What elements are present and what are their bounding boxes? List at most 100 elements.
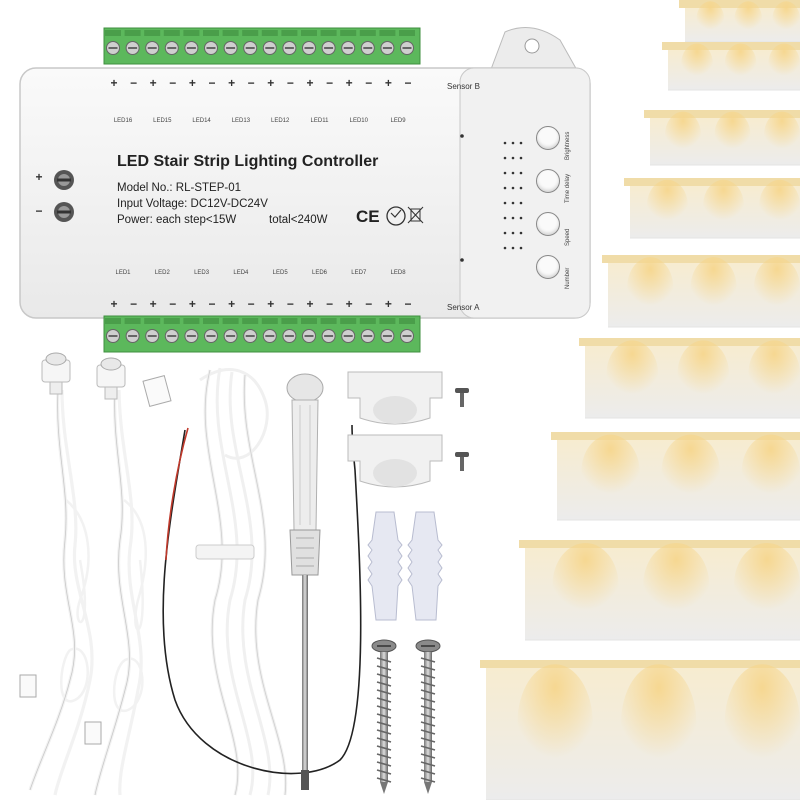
polarity-label: + — [306, 297, 314, 311]
led-channel-label: LED11 — [310, 118, 329, 124]
stair-edge-light — [679, 0, 800, 8]
polarity-label: − — [286, 76, 294, 90]
stair-glow — [661, 434, 720, 509]
input-voltage: Input Voltage: DC12V-DC24V — [117, 198, 268, 210]
stair-glow — [768, 43, 800, 84]
stair-glow — [665, 111, 701, 158]
polarity-label: + — [345, 297, 353, 311]
model-number: Model No.: RL-STEP-01 — [117, 182, 241, 194]
polarity-label: − — [404, 76, 412, 90]
stair-edge-light — [519, 540, 800, 548]
stair-glow — [647, 179, 688, 231]
led-channel-label: LED16 — [113, 118, 133, 124]
rohs-icon — [386, 206, 406, 226]
stair-edge-light — [579, 338, 800, 346]
screwdriver-icon — [286, 373, 324, 790]
stair-glow — [703, 179, 744, 231]
polarity-label: − — [365, 76, 373, 90]
polarity-label: + — [188, 297, 196, 311]
polarity-label: − — [130, 297, 138, 311]
polarity-label: + — [345, 76, 353, 90]
polarity-label: − — [247, 297, 255, 311]
stair-edge-light — [551, 432, 800, 440]
stair-glow — [724, 43, 757, 84]
button-brightness[interactable] — [536, 126, 560, 150]
power-screw-icon — [54, 170, 74, 222]
stair-glow — [748, 340, 800, 408]
stair-glow — [681, 43, 713, 84]
power-rating: Power: each step<15W — [117, 214, 237, 226]
polarity-label: − — [208, 297, 216, 311]
polarity-label: + — [110, 76, 118, 90]
screw-icon — [455, 388, 469, 471]
cable-connectors — [19, 374, 172, 745]
stair-glow — [759, 179, 800, 231]
button-label: Number — [565, 267, 571, 289]
sensor-cables-shadow — [29, 389, 130, 796]
led-channel-label: LED6 — [311, 270, 327, 276]
polarity-label: + — [149, 76, 157, 90]
extension-cable-coil — [199, 367, 288, 796]
terminal-block-bottom — [103, 315, 421, 353]
stair-glow — [677, 340, 730, 408]
wall-anchor-icon — [367, 511, 443, 621]
led-channel-label: LED9 — [390, 118, 406, 124]
polarity-label: − — [169, 76, 177, 90]
button-label: Speed — [565, 228, 571, 246]
stair-glow — [643, 543, 710, 627]
stair-glow — [714, 111, 751, 158]
polarity-label: + — [228, 297, 236, 311]
polarity-label: + — [149, 297, 157, 311]
button-time-delay[interactable] — [536, 169, 560, 193]
cable-tie — [195, 544, 255, 560]
stair-glow — [753, 257, 800, 318]
stair-glow — [621, 664, 697, 782]
polarity-label: − — [208, 76, 216, 90]
controller-box: CE — [19, 27, 591, 353]
stair-edge-light — [624, 178, 800, 186]
led-channel-label: LED14 — [192, 118, 211, 124]
polarity-label: − — [169, 297, 177, 311]
led-channel-label: LED7 — [351, 270, 367, 276]
pir-sensor-icon — [41, 352, 126, 400]
polarity-label: + — [110, 297, 118, 311]
mounting-clip-icon — [347, 371, 443, 488]
stair-edge-light — [662, 42, 800, 50]
stair-edge-light — [480, 660, 800, 668]
stair-glow — [517, 664, 593, 782]
polarity-label: − — [404, 297, 412, 311]
stair-glow — [772, 1, 800, 37]
led-channel-label: LED8 — [390, 270, 406, 276]
led-channel-label: LED5 — [272, 270, 288, 276]
sensor-a-label: Sensor A — [447, 303, 480, 312]
power-lead-red — [165, 427, 189, 561]
button-speed[interactable] — [536, 212, 560, 236]
stair-glow — [696, 1, 725, 37]
total-power: total<240W — [269, 214, 328, 226]
polarity-label: + — [267, 297, 275, 311]
sensor-b-label: Sensor B — [447, 82, 480, 91]
button-label: Time delay — [565, 173, 571, 203]
stair-edge-light — [602, 255, 800, 263]
terminal-block-top — [103, 27, 421, 65]
power-lead-black — [162, 424, 362, 775]
stair-glow — [734, 543, 800, 627]
stair-glow — [734, 1, 763, 37]
polarity-label: − — [326, 297, 334, 311]
polarity-label: + — [384, 76, 392, 90]
polarity-label: + — [228, 76, 236, 90]
polarity-label: + — [306, 76, 314, 90]
button-number[interactable] — [536, 255, 560, 279]
led-channel-label: LED4 — [233, 270, 249, 276]
stair-glow — [552, 543, 619, 627]
weee-bin-icon — [407, 206, 424, 224]
polarity-label: − — [365, 297, 373, 311]
led-channel-label: LED1 — [115, 270, 131, 276]
polarity-label: − — [130, 76, 138, 90]
ce-mark-icon: CE — [356, 207, 380, 226]
stair-glow — [690, 257, 737, 318]
polarity-label: − — [247, 76, 255, 90]
button-label: Brightness — [565, 131, 571, 160]
stair-glow — [627, 257, 674, 318]
